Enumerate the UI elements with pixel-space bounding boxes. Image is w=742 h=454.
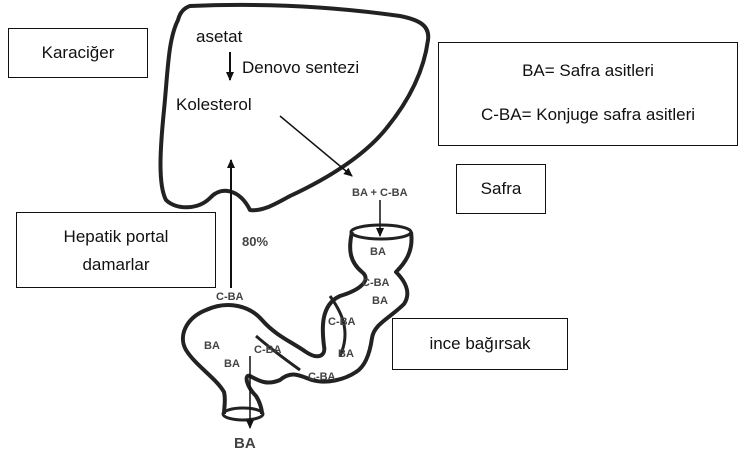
ileum-ba-label-2: BA (224, 358, 240, 370)
excreted-ba-label: BA (234, 435, 256, 452)
ileum-ba-label-1: BA (204, 340, 220, 352)
gut-ba-label-2: BA (338, 348, 354, 360)
portal-cba-label: C-BA (216, 291, 244, 303)
liver-label: Karaciğer (42, 43, 115, 63)
legend-box: BA= Safra asitleri C-BA= Konjuge safra a… (438, 42, 738, 146)
bile-mix-label: BA + C-BA (352, 187, 408, 199)
bile-label: Safra (481, 179, 522, 199)
gut-ba-label-1: BA (372, 295, 388, 307)
ileum-cba-label: C-BA (254, 344, 282, 356)
cholesterol-to-bile-arrow (280, 116, 352, 176)
intestine-fold (256, 296, 345, 370)
percent-label: 80% (242, 234, 268, 249)
colon-opening (223, 408, 263, 420)
intestine-label-box: ince bağırsak (392, 318, 568, 370)
duodenum-ba-label: BA (370, 246, 386, 258)
legend-ba: BA= Safra asitleri (439, 61, 737, 81)
bile-label-box: Safra (456, 164, 546, 214)
gut-cba-label-3: C-BA (308, 371, 336, 383)
gut-cba-label-1: C-BA (362, 277, 390, 289)
gut-cba-label-2: C-BA (328, 316, 356, 328)
legend-cba: C-BA= Konjuge safra asitleri (439, 105, 737, 125)
portal-label-line1: Hepatik portal (17, 227, 215, 247)
acetate-label: asetat (196, 27, 243, 46)
synthesis-label: Denovo sentezi (242, 58, 359, 77)
cholesterol-label: Kolesterol (176, 95, 252, 114)
intestine-label: ince bağırsak (429, 334, 530, 354)
portal-label-box: Hepatik portal damarlar (16, 212, 216, 288)
portal-label-line2: damarlar (17, 255, 215, 275)
duodenum-opening (351, 225, 411, 239)
liver-label-box: Karaciğer (8, 28, 148, 78)
